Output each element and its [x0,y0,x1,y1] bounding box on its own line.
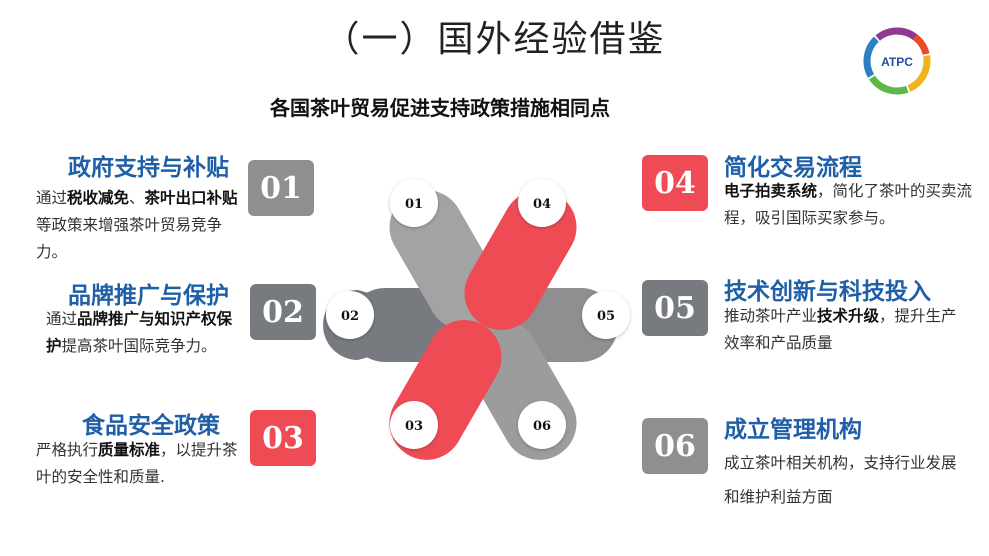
petal-06-label: 06 [533,419,551,434]
item-text-segment: 等政策来增强茶叶贸易竞争力。 [36,216,223,261]
petal-03-label: 03 [405,419,423,434]
petal-06-circle [518,401,566,449]
item-text-segment: 、 [129,189,145,207]
item-03-title: 食品安全政策 [82,413,220,439]
item-03-badge: 03 [250,410,316,466]
item-text-segment: ，提升生产效率和产品质量 [724,307,957,352]
item-text-segment: 通过 [36,189,68,207]
item-text-segment: 通过 [46,310,78,328]
item-04-text: 电子拍卖系统，简化了茶叶的买卖流程，吸引国际买家参与。 [724,178,979,232]
item-text-segment: 推动茶叶产业 [724,307,818,325]
item-text-segment: ，以提升茶叶的安全性和质量. [36,441,238,486]
item-05-title: 技术创新与科技投入 [724,279,931,305]
item-04-title: 简化交易流程 [724,155,862,181]
petal-02-circle [326,291,374,339]
petal-04-circle [518,179,566,227]
item-05-text: 推动茶叶产业技术升级，提升生产效率和产品质量 [724,303,969,357]
logo-text: ATPC [881,55,913,69]
item-01-text: 通过税收减免、茶叶出口补贴等政策来增强茶叶贸易竞争力。 [36,185,244,266]
item-text-segment: 品牌推广与知识产权保护 [46,310,233,355]
petal-05-circle [582,291,630,339]
petal-01-circle [390,179,438,227]
item-text-segment: ，简化了茶叶的买卖流程，吸引国际买家参与。 [724,182,973,227]
page-title: （一）国外经验借鉴 [323,19,666,60]
item-text-segment: 成立茶叶相关机构，支持行业发展和维护利益方面 [724,454,957,506]
item-02-title: 品牌推广与保护 [68,283,229,309]
item-04-badge: 04 [642,155,708,211]
item-text-segment: 税收减免 [67,189,130,207]
atpc-logo: ATPC [863,27,931,95]
item-text-segment: 技术升级 [817,307,880,325]
item-06-text: 成立茶叶相关机构，支持行业发展和维护利益方面 [724,446,969,514]
item-text-segment: 电子拍卖系统 [724,182,818,200]
item-02-badge: 02 [250,284,316,340]
item-02-text: 通过品牌推广与知识产权保护提高茶叶国际竞争力。 [46,306,238,360]
item-01-badge: 01 [248,160,314,216]
item-06-title: 成立管理机构 [724,417,862,443]
petal-04-label: 04 [533,197,551,212]
item-06-badge: 06 [642,418,708,474]
page-subtitle: 各国茶叶贸易促进支持政策措施相同点 [270,96,610,120]
item-01-title: 政府支持与补贴 [68,155,229,181]
item-text-segment: 严格执行 [36,441,99,459]
item-text-segment: 提高茶叶国际竞争力。 [61,337,217,355]
item-03-text: 严格执行质量标准，以提升茶叶的安全性和质量. [36,437,240,491]
six-petal-diagram: 01 04 02 05 03 06 [323,179,630,460]
item-text-segment: 质量标准 [98,441,161,459]
item-text-segment: 茶叶出口补贴 [144,189,238,207]
petal-01-label: 01 [405,197,423,212]
petal-05-label: 05 [597,309,615,324]
petal-03-circle [390,401,438,449]
petal-02-label: 02 [341,309,359,324]
item-05-badge: 05 [642,280,708,336]
